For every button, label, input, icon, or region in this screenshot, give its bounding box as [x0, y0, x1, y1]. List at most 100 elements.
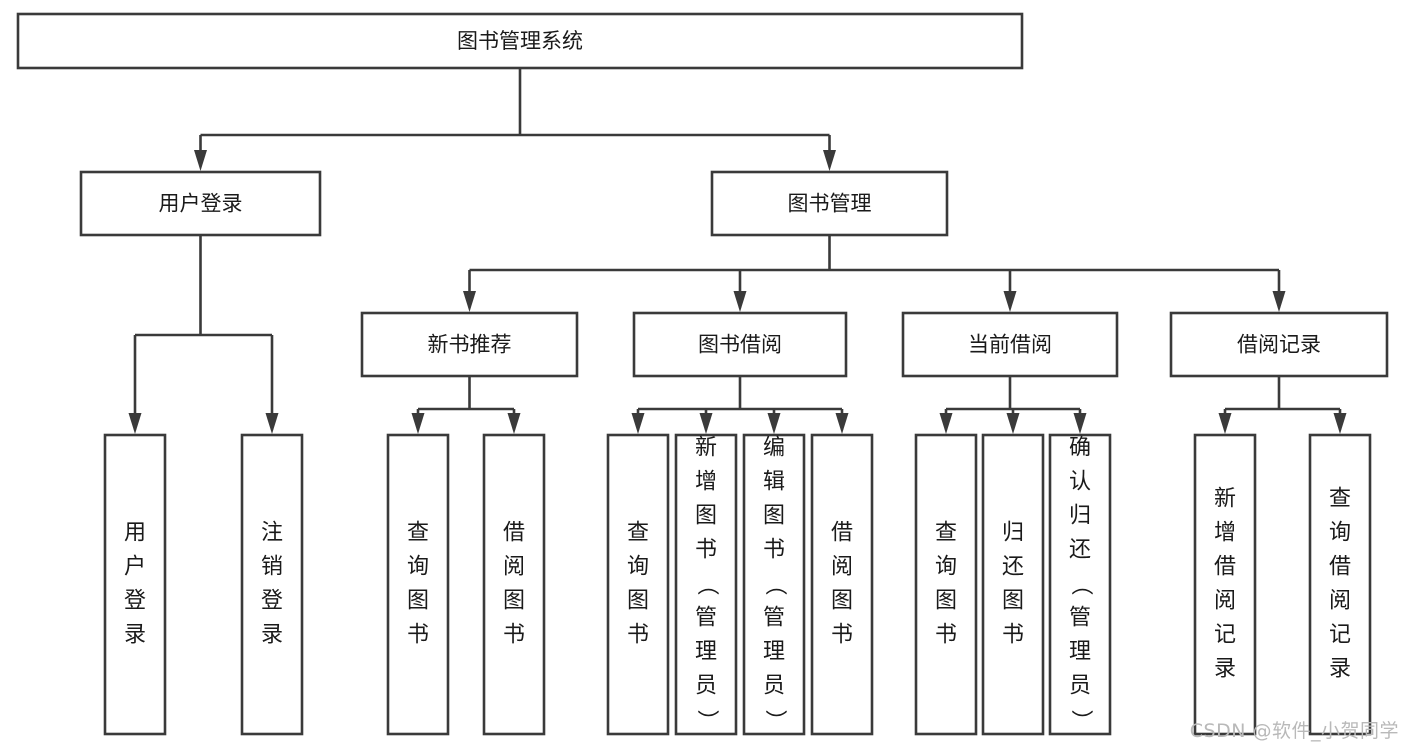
svg-text:图: 图 [503, 589, 525, 614]
svg-text:登: 登 [261, 589, 283, 614]
svg-text:注: 注 [261, 521, 283, 546]
node-box-root[interactable] [16, 12, 1024, 70]
svg-text:阅: 阅 [831, 555, 853, 580]
node-box-leaf-query-book-borrow[interactable] [606, 433, 670, 736]
svg-text:录: 录 [1329, 657, 1351, 682]
svg-text:查: 查 [407, 521, 429, 546]
svg-text:借: 借 [503, 521, 525, 546]
node-box-leaf-add-book-admin[interactable] [674, 433, 738, 736]
node-label-book-manage: 图书管理 [788, 192, 872, 216]
svg-text:归: 归 [1069, 504, 1091, 529]
svg-text:户: 户 [124, 555, 146, 580]
node-label-book-borrow: 图书借阅 [698, 333, 782, 357]
svg-text:图: 图 [763, 504, 785, 529]
svg-text:理: 理 [695, 640, 717, 665]
svg-text:阅: 阅 [503, 555, 525, 580]
svg-text:还: 还 [1069, 538, 1091, 563]
csdn-watermark: CSDN @软件_小贺同学 [1189, 720, 1399, 742]
svg-text:录: 录 [124, 623, 146, 648]
svg-text:（: （ [1068, 573, 1093, 595]
svg-text:员: 员 [763, 674, 785, 699]
svg-text:理: 理 [763, 640, 785, 665]
svg-text:图: 图 [695, 504, 717, 529]
node-box-leaf-add-borrow-record[interactable] [1193, 433, 1257, 736]
svg-text:新: 新 [695, 436, 717, 461]
node-box-leaf-query-book-current[interactable] [914, 433, 978, 736]
node-label-user-login: 用户登录 [159, 192, 243, 216]
svg-text:录: 录 [1214, 657, 1236, 682]
node-box-leaf-borrow-book-new[interactable] [482, 433, 546, 736]
node-book-manage[interactable]: 图书管理 [710, 170, 949, 237]
node-new-book-recommend[interactable]: 新书推荐 [360, 311, 579, 378]
node-box-book-manage[interactable] [710, 170, 949, 237]
node-box-leaf-user-logout[interactable] [240, 433, 304, 736]
node-user-login[interactable]: 用户登录 [79, 170, 322, 237]
node-box-user-login[interactable] [79, 170, 322, 237]
node-label-borrow-record: 借阅记录 [1237, 333, 1321, 357]
node-current-borrow[interactable]: 当前借阅 [901, 311, 1119, 378]
svg-text:编: 编 [763, 436, 785, 461]
node-box-borrow-record[interactable] [1169, 311, 1389, 378]
svg-text:阅: 阅 [1214, 589, 1236, 614]
svg-text:书: 书 [763, 538, 785, 563]
svg-text:）: ） [694, 709, 719, 731]
node-label-root: 图书管理系统 [457, 29, 583, 53]
node-borrow-record[interactable]: 借阅记录 [1169, 311, 1389, 378]
svg-text:（: （ [762, 573, 787, 595]
node-box-leaf-query-book-new[interactable] [386, 433, 450, 736]
node-box-leaf-return-book[interactable] [981, 433, 1045, 736]
node-box-leaf-confirm-return-admin[interactable] [1048, 433, 1112, 736]
svg-text:记: 记 [1329, 623, 1351, 648]
node-leaf-user-login[interactable]: 用户登录 [103, 433, 167, 736]
svg-text:书: 书 [695, 538, 717, 563]
svg-text:书: 书 [627, 623, 649, 648]
svg-text:查: 查 [935, 521, 957, 546]
node-box-book-borrow[interactable] [632, 311, 848, 378]
svg-text:图: 图 [831, 589, 853, 614]
node-box-leaf-user-login[interactable] [103, 433, 167, 736]
svg-text:记: 记 [1214, 623, 1236, 648]
node-root[interactable]: 图书管理系统 [16, 12, 1024, 70]
node-box-current-borrow[interactable] [901, 311, 1119, 378]
node-label-current-borrow: 当前借阅 [968, 333, 1052, 357]
svg-text:借: 借 [1214, 555, 1236, 580]
svg-text:（: （ [694, 573, 719, 595]
svg-text:询: 询 [407, 555, 429, 580]
edge-group-user-login [128, 235, 279, 434]
svg-text:图: 图 [935, 589, 957, 614]
edge-group-borrow-record [1218, 376, 1347, 434]
node-box-new-book-recommend[interactable] [360, 311, 579, 378]
node-box-leaf-edit-book-admin[interactable] [742, 433, 806, 736]
svg-text:查: 查 [1329, 487, 1351, 512]
svg-text:借: 借 [1329, 555, 1351, 580]
node-box-leaf-query-borrow-record[interactable] [1308, 433, 1372, 736]
node-box-leaf-borrow-book[interactable] [810, 433, 874, 736]
node-book-borrow[interactable]: 图书借阅 [632, 311, 848, 378]
svg-text:用: 用 [124, 521, 146, 546]
svg-text:书: 书 [407, 623, 429, 648]
